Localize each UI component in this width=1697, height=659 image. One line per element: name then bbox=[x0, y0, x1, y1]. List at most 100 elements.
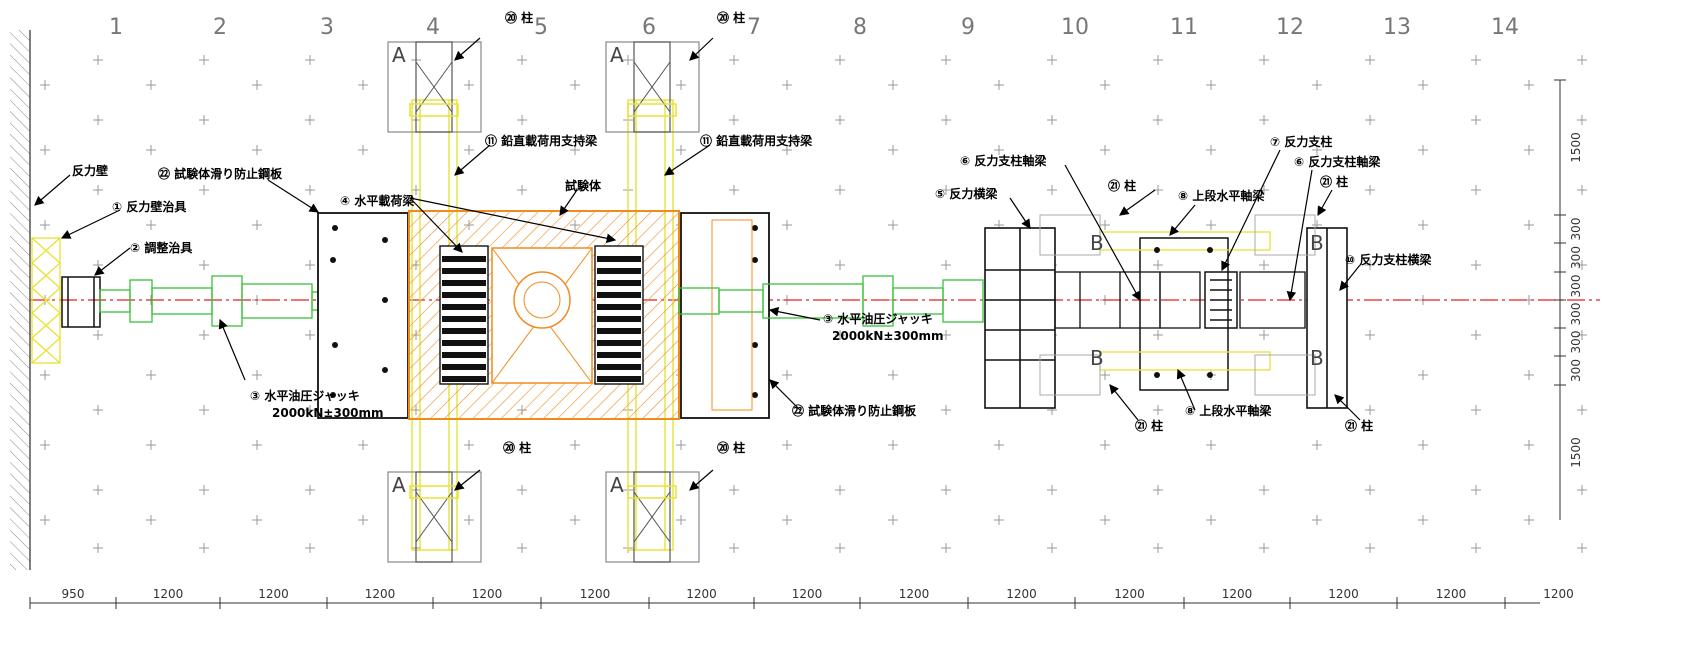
grid-cross bbox=[1471, 260, 1481, 270]
grid-number: 12 bbox=[1276, 15, 1304, 40]
grid-cross bbox=[941, 260, 951, 270]
grid-cross bbox=[1047, 485, 1057, 495]
dimension-value: 1200 bbox=[1543, 587, 1574, 601]
section-mark-b-2: B bbox=[1090, 346, 1104, 370]
label-upper-axial-beam-bottom: ⑧ 上段水平軸梁 bbox=[1185, 403, 1271, 418]
grid-cross bbox=[93, 485, 103, 495]
grid-cross bbox=[1153, 543, 1163, 553]
grid-cross bbox=[464, 515, 474, 525]
grid-cross bbox=[941, 543, 951, 553]
section-mark-a: A bbox=[610, 43, 624, 67]
section-mark-b-3: B bbox=[1310, 231, 1324, 255]
beam-stripe bbox=[442, 376, 486, 382]
grid-cross bbox=[146, 145, 156, 155]
grid-number: 11 bbox=[1170, 15, 1198, 40]
grid-cross bbox=[146, 220, 156, 230]
grid-cross bbox=[1577, 260, 1587, 270]
label-column21-bottom-right: ㉑ 柱 bbox=[1345, 418, 1373, 433]
grid-cross bbox=[1471, 115, 1481, 125]
beam-stripe bbox=[442, 316, 486, 322]
label-reaction-wall: 反力壁 bbox=[72, 163, 108, 178]
grid-cross bbox=[1259, 115, 1269, 125]
dimension-value: 1500 bbox=[1569, 132, 1583, 163]
dimension-value: 300 bbox=[1569, 275, 1583, 298]
grid-cross bbox=[888, 515, 898, 525]
grid-cross bbox=[305, 185, 315, 195]
label-column21-top-left: ㉑ 柱 bbox=[1108, 178, 1136, 193]
beam-stripe bbox=[597, 316, 641, 322]
grid-cross bbox=[305, 543, 315, 553]
label-column-bottom-right: ⑳ 柱 bbox=[717, 440, 745, 455]
grid-cross bbox=[570, 440, 580, 450]
grid-cross bbox=[1577, 185, 1587, 195]
reaction-wall-jig bbox=[31, 237, 61, 364]
grid-cross bbox=[1153, 115, 1163, 125]
grid-cross bbox=[1365, 330, 1375, 340]
grid-number: 3 bbox=[320, 15, 334, 40]
grid-cross bbox=[252, 220, 262, 230]
grid-cross bbox=[1312, 440, 1322, 450]
grid-cross bbox=[1259, 543, 1269, 553]
grid-cross bbox=[1524, 440, 1534, 450]
grid-cross bbox=[93, 115, 103, 125]
grid-cross bbox=[994, 145, 1004, 155]
grid-cross bbox=[676, 145, 686, 155]
dimension-value: 300 bbox=[1569, 359, 1583, 382]
grid-cross bbox=[93, 260, 103, 270]
grid-cross bbox=[1153, 405, 1163, 415]
grid-cross bbox=[1524, 80, 1534, 90]
grid-number: 5 bbox=[534, 15, 548, 40]
label-specimen: 試験体 bbox=[565, 178, 602, 193]
grid-cross bbox=[1312, 80, 1322, 90]
beam-stripe bbox=[597, 280, 641, 286]
column-20-core bbox=[415, 471, 453, 563]
dimension-value: 300 bbox=[1569, 331, 1583, 354]
grid-cross bbox=[1047, 115, 1057, 125]
dimension-value: 1200 bbox=[1114, 587, 1145, 601]
grid-cross bbox=[1100, 220, 1110, 230]
grid-cross bbox=[1577, 330, 1587, 340]
grid-cross bbox=[358, 440, 368, 450]
grid-cross bbox=[782, 440, 792, 450]
grid-cross bbox=[941, 485, 951, 495]
label-adjust-jig: ② 調整治具 bbox=[130, 240, 192, 255]
beam-stripe bbox=[597, 292, 641, 298]
grid-cross bbox=[252, 145, 262, 155]
label-column-bottom-left: ⑳ 柱 bbox=[503, 440, 531, 455]
grid-cross bbox=[517, 485, 527, 495]
grid-cross bbox=[305, 330, 315, 340]
grid-cross bbox=[305, 115, 315, 125]
grid-cross bbox=[199, 405, 209, 415]
label-column21-top-right: ㉑ 柱 bbox=[1320, 174, 1348, 189]
grid-cross bbox=[199, 115, 209, 125]
grid-cross bbox=[1206, 80, 1216, 90]
beam-stripe bbox=[442, 328, 486, 334]
dimension-value: 1200 bbox=[686, 587, 717, 601]
grid-cross bbox=[464, 80, 474, 90]
grid-number: 6 bbox=[642, 15, 656, 40]
grid-cross bbox=[1365, 485, 1375, 495]
grid-cross bbox=[941, 55, 951, 65]
grid-cross bbox=[1524, 145, 1534, 155]
adjust-jig bbox=[61, 276, 101, 328]
grid-cross bbox=[464, 440, 474, 450]
grid-cross bbox=[93, 543, 103, 553]
grid-cross bbox=[782, 370, 792, 380]
grid-cross bbox=[570, 515, 580, 525]
grid-cross bbox=[358, 145, 368, 155]
grid-cross bbox=[835, 330, 845, 340]
anti-slip-plate-right bbox=[680, 212, 770, 419]
grid-cross bbox=[1206, 145, 1216, 155]
grid-cross bbox=[1418, 370, 1428, 380]
grid-cross bbox=[729, 55, 739, 65]
grid-cross bbox=[1153, 485, 1163, 495]
beam-stripe bbox=[597, 304, 641, 310]
grid-cross bbox=[464, 145, 474, 155]
grid-cross bbox=[888, 370, 898, 380]
grid-cross bbox=[517, 543, 527, 553]
grid-cross bbox=[835, 185, 845, 195]
grid-cross bbox=[1259, 55, 1269, 65]
dimension-value: 1200 bbox=[1222, 587, 1253, 601]
